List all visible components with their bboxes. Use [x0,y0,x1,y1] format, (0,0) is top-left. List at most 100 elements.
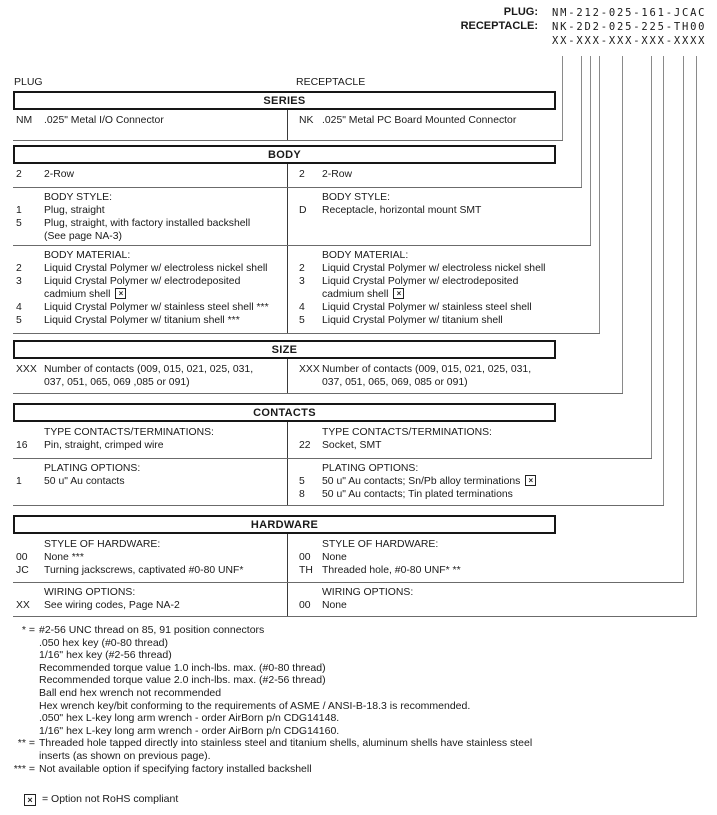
option-code: 2 [16,263,22,274]
rohs-not-compliant-icon: × [393,288,405,299]
footnote-line: Ball end hex wrench not recommended [2,687,714,700]
connector-line [562,56,563,140]
option-code: 2 [299,169,305,180]
separator-rule [13,187,582,188]
option-text: None [322,600,347,611]
receptacle-part-number-label: RECEPTACLE: [460,20,538,32]
separator-rule [13,333,600,334]
option-text: Liquid Crystal Polymer w/ electrodeposit… [44,276,241,300]
option-code: D [299,205,307,216]
option-code: 2 [299,263,305,274]
footnote-text: Recommended torque value 2.0 inch-lbs. m… [39,674,326,687]
option-code: 22 [299,440,311,451]
option-group-heading: BODY MATERIAL: [44,250,131,261]
option-text: Liquid Crystal Polymer w/ titanium shell [322,315,503,326]
option-code: 3 [16,276,22,287]
option-text: None [322,552,347,563]
separator-rule [13,458,652,459]
footnote-marker [2,637,35,650]
option-code: NM [16,115,33,126]
part-number-template: XX-XXX-XXX-XXX-XXXX [552,35,707,47]
option-group-heading: PLATING OPTIONS: [322,463,419,474]
option-code: 1 [16,476,22,487]
option-text: 2-Row [322,169,353,180]
footnote-marker: *** = [13,762,35,775]
footnote-text: Ball end hex wrench not recommended [39,686,222,699]
option-text: Liquid Crystal Polymer w/ electroless ni… [322,263,546,274]
section-title: HARDWARE [250,518,319,531]
rohs-legend: × = Option not RoHS compliant [24,793,178,806]
section-title: SIZE [271,343,298,356]
separator-rule [13,582,684,583]
option-text: Liquid Crystal Polymer w/ titanium shell… [44,315,240,326]
option-row: 3 Liquid Crystal Polymer w/ electrodeposi… [16,275,287,301]
connector-line [599,56,600,333]
option-text: Turning jackscrews, captivated #0-80 UNF… [44,565,244,576]
footnote-marker: * = [21,624,35,636]
option-text: Liquid Crystal Polymer w/ stainless stee… [322,302,532,313]
option-row: 8 50 u" Au contacts; Tin plated terminati… [299,488,556,501]
option-text: None *** [44,552,84,563]
separator-rule [13,140,563,141]
option-code: XX [16,600,30,611]
connector-line [622,56,623,393]
footnote-text: 1/16" hex key (#2-56 thread) [39,649,172,662]
option-row: XX See wiring codes, Page NA-2 [16,599,287,612]
option-code: 8 [299,489,305,500]
footnote-line: *** = Not available option if specifying … [2,763,714,776]
footnotes: * = #2-56 UNC thread on 85, 91 position c… [2,624,714,775]
rohs-legend-text: = Option not RoHS compliant [42,793,179,805]
option-code: 00 [299,552,311,563]
option-text: 50 u" Au contacts; Tin plated terminatio… [322,489,513,500]
option-row: 00 None [299,551,556,564]
option-text: 50 u" Au contacts; Sn/Pb alloy terminati… [322,475,556,488]
option-text: See wiring codes, Page NA-2 [44,600,180,611]
footnote-text: Threaded hole tapped directly into stain… [39,737,533,762]
option-code: XXX [299,364,320,375]
separator-rule [13,616,697,617]
option-row: NK.025" Metal PC Board Mounted Connector [299,114,556,127]
option-text: Number of contacts (009, 015, 021, 025, … [44,364,254,388]
option-code: XXX [16,364,37,375]
option-code: 4 [16,302,22,313]
option-row: 2 Liquid Crystal Polymer w/ electroless n… [299,262,556,275]
plug-part-number-value: NM-212-025-161-JCAC [552,7,707,19]
separator-rule [13,393,623,394]
footnote-text: Not available option if specifying facto… [39,762,312,775]
footnote-text: #2-56 UNC thread on 85, 91 position conn… [39,624,265,636]
footnote-line: 1/16" hex L-key long arm wrench - order … [2,725,714,738]
footnote-line: 1/16" hex key (#2-56 thread) [2,649,714,662]
option-text: Receptacle, horizontal mount SMT [322,205,482,216]
option-text: Number of contacts (009, 015, 021, 025, … [322,364,532,388]
option-row: XXX Number of contacts (009, 015, 021, 02… [16,363,287,389]
footnote-marker [2,687,35,700]
receptacle-part-number-value: NK-2D2-025-225-TH00 [552,21,707,33]
footnote-text: Recommended torque value 1.0 inch-lbs. m… [39,661,326,674]
option-group-heading: WIRING OPTIONS: [44,587,136,598]
option-text: Pin, straight, crimped wire [44,440,164,451]
options-column-left: XXX Number of contacts (009, 015, 021, 02… [13,359,287,393]
separator-rule [13,245,591,246]
footnote-marker [2,662,35,675]
options-column-left: WIRING OPTIONS: XX See wiring codes, Page … [13,582,287,616]
option-code: 1 [16,205,22,216]
option-group-heading: STYLE OF HARDWARE: [44,539,161,550]
